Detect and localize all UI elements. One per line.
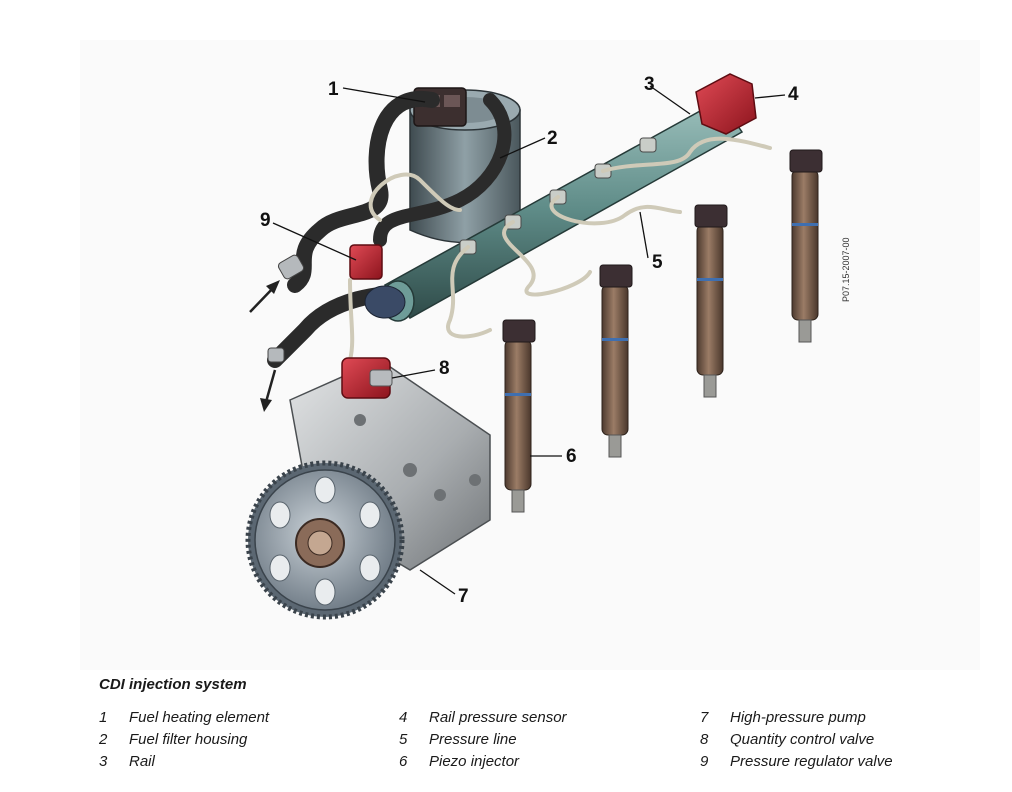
piezo-injector-3 [694, 204, 728, 398]
legend-label: Fuel filter housing [129, 731, 248, 748]
legend-item: 5 Pressure line [399, 729, 567, 751]
quantity-control-valve [341, 357, 393, 399]
piezo-injector-1 [502, 319, 536, 513]
legend-item: 6 Piezo injector [399, 751, 567, 773]
legend-item: 9 Pressure regulator valve [700, 751, 893, 773]
legend-item: 1 Fuel heating element [99, 707, 269, 729]
legend-number: 3 [99, 753, 108, 770]
hose-inlet-fitting [277, 254, 305, 280]
callout-8: 8 [439, 358, 450, 379]
figure-code: P07.15-2007-00 [841, 237, 851, 302]
legend-item: 8 Quantity control valve [700, 729, 893, 751]
piezo-injectors [502, 149, 823, 513]
piezo-injector-4 [789, 149, 823, 343]
legend-number: 5 [399, 731, 408, 748]
callout-4: 4 [788, 84, 799, 105]
legend-number: 9 [700, 753, 709, 770]
pressure-regulator-valve [349, 244, 406, 319]
pressure-lines [348, 136, 772, 362]
legend-column: 7 High-pressure pump 8 Quantity control va… [700, 707, 893, 773]
callout-5: 5 [652, 252, 663, 273]
callout-6: 6 [566, 446, 577, 467]
legend-number: 6 [399, 753, 408, 770]
legend-label: High-pressure pump [730, 709, 866, 726]
piezo-injector-2 [599, 264, 633, 458]
legend-label: Piezo injector [429, 753, 520, 770]
callout-1: 1 [328, 79, 339, 100]
callout-2: 2 [547, 128, 558, 149]
hose-outlet-fitting [267, 347, 285, 363]
legend-label: Quantity control valve [730, 731, 875, 748]
fuel-inlet-arrow [249, 280, 280, 313]
legend-number: 1 [99, 709, 108, 726]
legend-label: Fuel heating element [129, 709, 270, 726]
legend-column: 4 Rail pressure sensor 5 Pressure line 6 Pi… [399, 707, 567, 773]
legend-item: 4 Rail pressure sensor [399, 707, 567, 729]
rail-pressure-sensor [695, 73, 757, 135]
legend-label: Rail pressure sensor [429, 709, 567, 726]
fuel-return-arrow [260, 369, 277, 412]
legend-column: 1 Fuel heating element 2 Fuel filter housi… [99, 707, 269, 773]
legend-item: 2 Fuel filter housing [99, 729, 269, 751]
legend-number: 4 [399, 709, 408, 726]
legend-label: Pressure line [429, 731, 517, 748]
callout-9: 9 [260, 210, 271, 231]
legend-number: 8 [700, 731, 709, 748]
legend-label: Pressure regulator valve [730, 753, 893, 770]
legend-item: 7 High-pressure pump [700, 707, 893, 729]
legend-number: 7 [700, 709, 709, 726]
leader-lines [272, 85, 786, 595]
legend-label: Rail [129, 753, 155, 770]
pump-drive-gear [245, 460, 405, 620]
callout-7: 7 [458, 586, 469, 607]
cdi-injection-diagram: 1 2 3 4 5 6 7 8 9 P07.15-2007-00 [80, 40, 980, 670]
legend-item: 3 Rail [99, 751, 269, 773]
legend-number: 2 [99, 731, 108, 748]
caption-title: CDI injection system [99, 676, 247, 693]
callout-3: 3 [644, 74, 655, 95]
